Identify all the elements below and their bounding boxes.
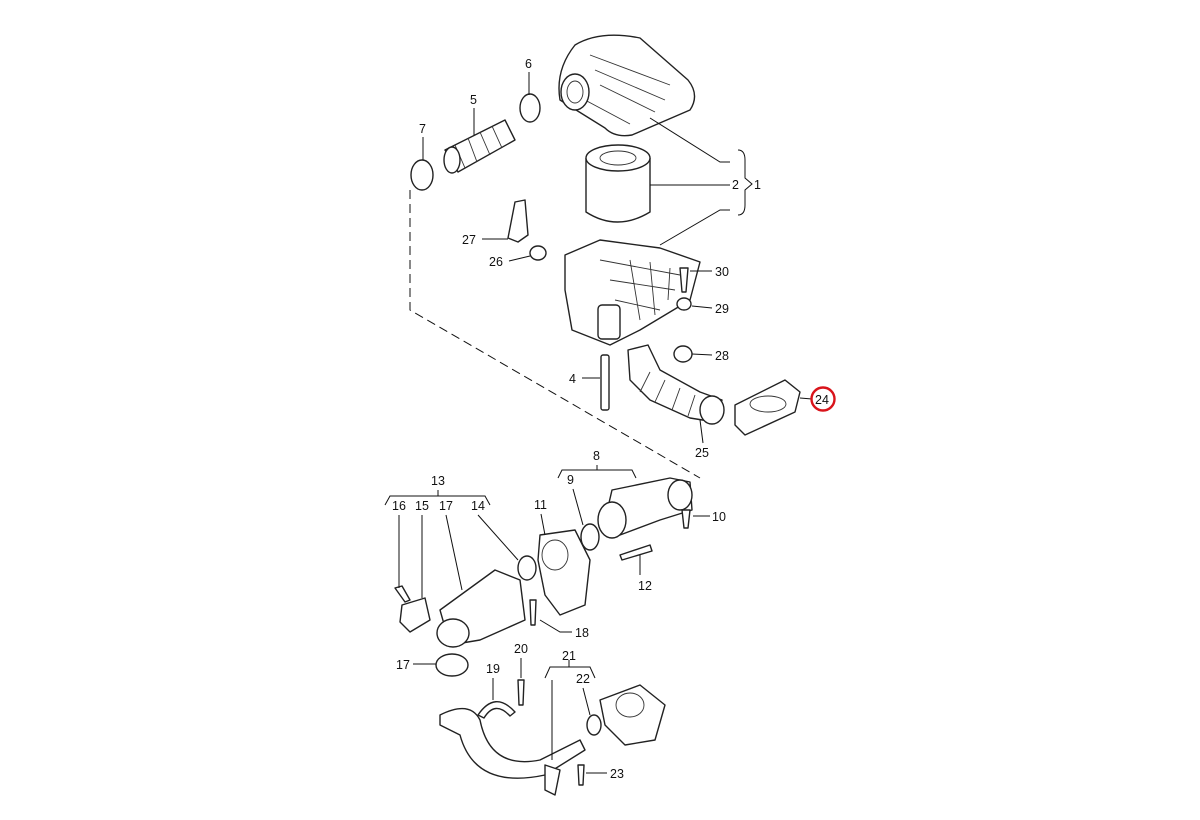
hose-clamp-7 [410, 159, 434, 191]
intake-manifold-pipe [597, 477, 693, 539]
callout-8: 8 [593, 449, 600, 463]
egr-valve [599, 684, 666, 746]
callout-29: 29 [715, 302, 729, 316]
sensor-15 [399, 597, 431, 633]
callout-17-lower: 17 [396, 658, 410, 672]
screw-18 [529, 599, 537, 626]
callout-25: 25 [695, 446, 709, 460]
callout-1: 1 [754, 178, 761, 192]
gasket-22 [586, 714, 602, 736]
intake-hose [443, 119, 516, 174]
callout-12: 12 [638, 579, 652, 593]
callout-19: 19 [486, 662, 500, 676]
callout-20: 20 [514, 642, 528, 656]
callout-27: 27 [462, 233, 476, 247]
screw-16 [394, 585, 411, 603]
callout-24[interactable]: 24 [815, 393, 829, 407]
callout-13: 13 [431, 474, 445, 488]
callout-17-upper: 17 [439, 499, 453, 513]
throttle-body [537, 529, 591, 616]
callout-28: 28 [715, 349, 729, 363]
grommet-26 [529, 245, 547, 261]
callout-26: 26 [489, 255, 503, 269]
screw-10 [681, 509, 691, 529]
callout-4: 4 [569, 372, 576, 386]
bracket [507, 199, 529, 243]
connecting-pipe-13 [436, 569, 526, 648]
hose-clamp-6 [519, 93, 541, 123]
leader-lines [384, 72, 813, 774]
rubber-mount-28 [673, 345, 693, 363]
gasket-17 [435, 653, 469, 677]
screw-30 [679, 267, 689, 293]
bracket-21 [544, 764, 561, 796]
highlight-circle [810, 386, 836, 412]
clamp-19 [477, 701, 516, 719]
air-filter-housing-lower [564, 239, 701, 346]
screw-23 [577, 764, 585, 786]
filter-element [585, 144, 651, 223]
callout-9: 9 [567, 473, 574, 487]
pin-4 [600, 354, 610, 411]
pipe-21 [439, 707, 586, 779]
rubber-mount-29 [676, 297, 692, 311]
callout-15: 15 [415, 499, 429, 513]
gasket-9 [580, 523, 600, 551]
callout-18: 18 [575, 626, 589, 640]
callout-7: 7 [419, 122, 426, 136]
callout-14: 14 [471, 499, 485, 513]
screw-20 [517, 679, 525, 706]
callout-16: 16 [392, 499, 406, 513]
callout-11: 11 [534, 498, 547, 512]
gasket-14 [517, 555, 537, 581]
callout-10: 10 [712, 510, 726, 524]
intake-duct [627, 344, 725, 425]
routing-dashed-line [409, 190, 701, 479]
screw-12 [619, 544, 653, 561]
callout-22: 22 [576, 672, 590, 686]
callout-5: 5 [470, 93, 477, 107]
callout-21: 21 [562, 649, 576, 663]
callout-23: 23 [610, 767, 624, 781]
callout-2: 2 [732, 178, 739, 192]
callout-6: 6 [525, 57, 532, 71]
air-guide-24 [734, 379, 801, 436]
callout-30: 30 [715, 265, 729, 279]
air-filter-lid [558, 34, 696, 137]
